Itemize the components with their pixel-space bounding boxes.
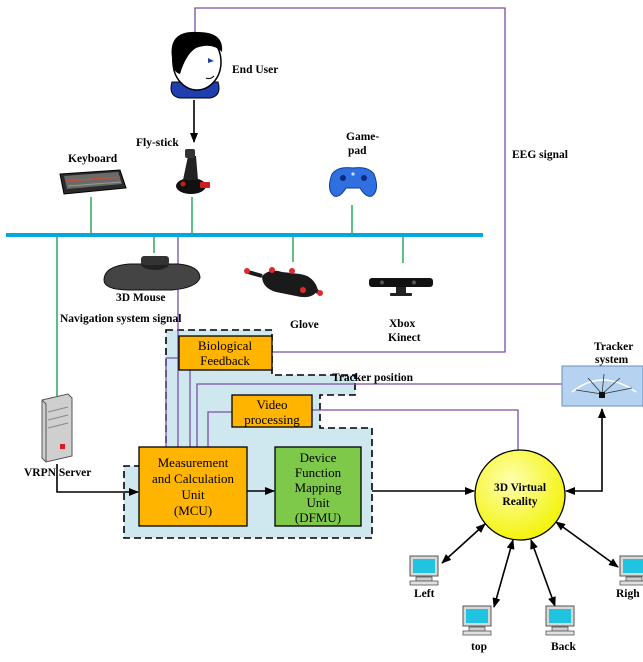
computer-icon — [545, 605, 575, 636]
mcu-label-line3: Unit — [181, 487, 205, 502]
user-head-icon — [170, 31, 223, 99]
dfmu-label-line3: Mapping — [295, 480, 342, 495]
joystick-icon — [176, 149, 210, 194]
bio-label-line2: Feedback — [200, 353, 250, 368]
tracker-label-line2: system — [595, 354, 629, 366]
tracker-position-link — [196, 383, 562, 447]
glove-icon — [244, 267, 323, 298]
mcu-label-line4: (MCU) — [174, 503, 212, 518]
end-user-label: End User — [232, 64, 278, 76]
vr-top-arrow — [492, 539, 515, 608]
video-to-mcu-link — [207, 411, 232, 447]
navigation-signal-label: Navigation system signal — [60, 313, 181, 325]
kinect-icon — [369, 278, 433, 296]
video-label-line2: processing — [244, 412, 300, 427]
vrpn-to-mcu-arrow — [56, 464, 139, 496]
dfmu-label-line2: Function — [295, 465, 342, 480]
top-display-label: top — [471, 641, 487, 653]
bio-label-line1: Biological — [198, 338, 253, 353]
3d-mouse-icon — [103, 256, 201, 291]
glove-label: Glove — [290, 319, 319, 331]
eeg-signal-label: EEG signal — [512, 149, 568, 161]
dfmu-label-line5: (DFMU) — [295, 510, 341, 525]
vr-right-arrow — [555, 521, 619, 568]
biological-feedback-box: Biological Feedback — [178, 335, 273, 371]
right-display-label: Righ — [616, 588, 640, 600]
left-display-label: Left — [414, 588, 435, 600]
vr-tracker-arrow — [565, 408, 606, 495]
keyboard-icon — [59, 169, 127, 195]
server-icon — [41, 393, 73, 463]
eeg-link — [194, 7, 506, 353]
xbox-label-line1: Xbox — [389, 318, 415, 330]
tracker-position-label: Tracker position — [332, 372, 414, 384]
vr-left-arrow — [441, 523, 486, 564]
mcu-label-line2: and Calculation — [152, 471, 234, 486]
dfmu-label-line4: Unit — [306, 495, 330, 510]
tracker-label-line1: Tracker — [594, 341, 633, 353]
back-display-label: Back — [551, 641, 577, 653]
dfmu-box: Device Function Mapping Unit (DFMU) — [274, 446, 362, 527]
computer-icon — [619, 555, 643, 586]
tracker-system-icon — [561, 365, 643, 407]
computer-icon — [409, 555, 439, 586]
vr-label-line2: Reality — [502, 496, 537, 508]
mcu-bio-link-a — [165, 357, 178, 447]
video-processing-box: Video processing — [231, 394, 313, 428]
mcu-box: Measurement and Calculation Unit (MCU) — [138, 446, 248, 527]
3d-mouse-label: 3D Mouse — [116, 292, 166, 304]
vr-back-arrow — [530, 539, 556, 607]
virtual-reality-node: 3D Virtual Reality — [474, 449, 566, 541]
vr-label-line1: 3D Virtual — [494, 482, 546, 494]
video-label-line1: Video — [257, 397, 288, 412]
dfmu-label-line1: Device — [300, 450, 337, 465]
gamepad-label-line2: pad — [348, 145, 367, 157]
keyboard-label: Keyboard — [68, 153, 118, 165]
xbox-label-line2: Kinect — [388, 332, 421, 344]
fly-stick-label: Fly-stick — [136, 137, 179, 149]
mcu-label-line1: Measurement — [158, 455, 229, 470]
gamepad-icon — [328, 167, 378, 197]
gamepad-label-line1: Game- — [346, 131, 379, 143]
computer-icon — [462, 605, 492, 636]
